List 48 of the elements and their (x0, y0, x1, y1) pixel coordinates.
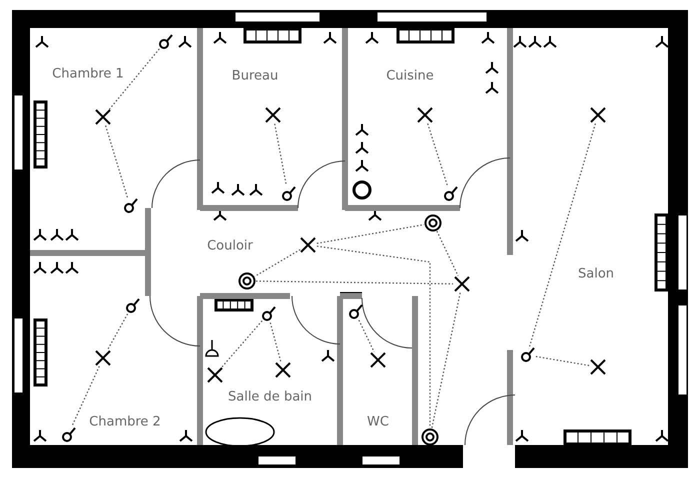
wiring-line (431, 292, 461, 428)
light-symbol (94, 108, 112, 126)
wiring-line (256, 280, 453, 284)
wiring-line (536, 356, 590, 366)
light-symbol (369, 351, 387, 369)
wiring-line (529, 123, 596, 347)
switch-symbol (259, 305, 277, 323)
room-label: Chambre 2 (89, 414, 161, 430)
wiring-line (254, 249, 300, 277)
room-label: Salon (578, 266, 614, 282)
push-button-symbol (421, 428, 439, 446)
switch-symbol (59, 426, 77, 444)
room-label: Salle de bain (228, 390, 312, 404)
wiring-line (108, 48, 160, 110)
light-symbol (94, 349, 112, 367)
light-symbol (589, 106, 607, 124)
push-button-symbol (424, 214, 442, 232)
switch-symbol (123, 297, 141, 315)
switch-symbol (518, 346, 536, 364)
switch-symbol (279, 185, 297, 203)
light-symbol (264, 106, 282, 124)
wiring-line (316, 246, 431, 428)
switch-symbol (121, 197, 139, 215)
light-symbol (453, 275, 471, 293)
wiring-line (358, 320, 375, 352)
push-button-symbol (238, 272, 256, 290)
light-symbol (589, 358, 607, 376)
wiring-line (316, 224, 424, 244)
wiring-line (220, 320, 263, 369)
room-label: Couloir (207, 238, 253, 254)
room-label: WC (367, 414, 389, 430)
light-symbol (416, 106, 434, 124)
wiring-line (436, 230, 459, 276)
light-symbol (206, 366, 224, 384)
room-label: Cuisine (386, 68, 434, 84)
room-label: Bureau (232, 68, 278, 84)
wiring-line (105, 125, 128, 198)
light-symbol (299, 236, 317, 254)
switch-symbol (346, 303, 364, 321)
wiring-line (71, 366, 100, 428)
wiring-line (106, 314, 128, 350)
light-symbol (274, 361, 292, 379)
switch-symbol (156, 33, 174, 51)
wiring-line (270, 322, 282, 362)
room-label: Chambre 1 (52, 66, 124, 82)
switch-symbol (441, 185, 459, 203)
wiring-line (427, 123, 448, 186)
wiring-line (274, 124, 287, 186)
